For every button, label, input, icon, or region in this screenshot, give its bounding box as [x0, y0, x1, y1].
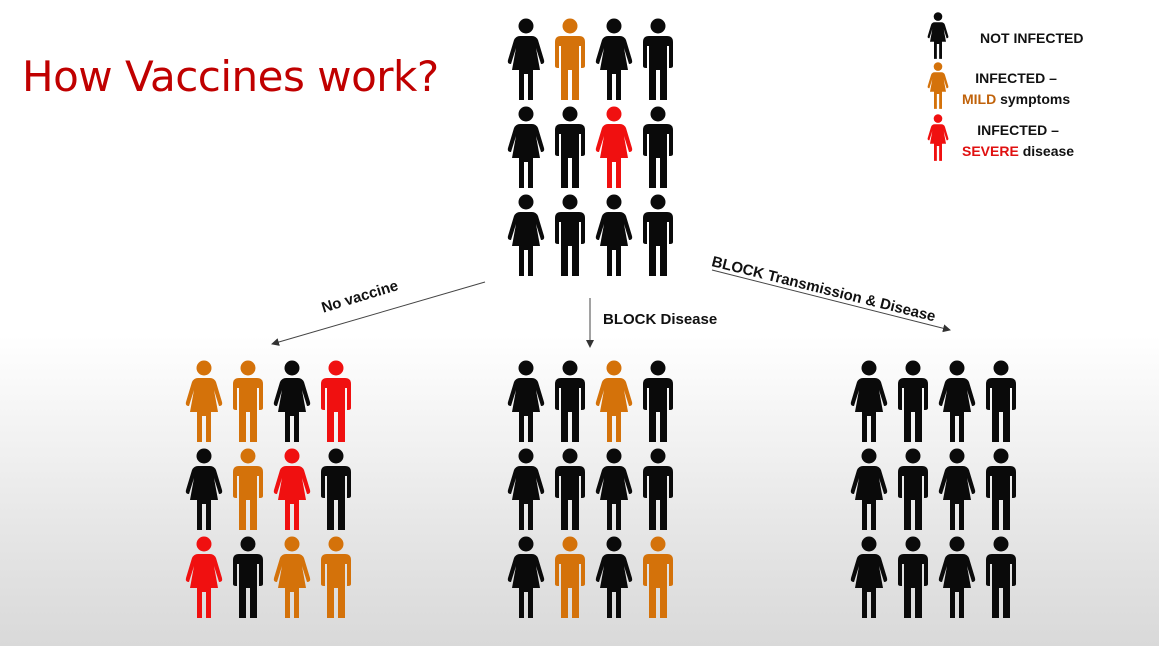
female-person-icon	[185, 448, 223, 530]
female-person-icon	[938, 536, 976, 618]
female-person-icon	[273, 360, 311, 442]
male-person-icon	[898, 448, 928, 530]
person-icon	[926, 114, 950, 167]
male-person-icon	[986, 448, 1016, 530]
slide-title: How Vaccines work?	[22, 52, 439, 101]
female-person-icon	[273, 448, 311, 530]
female-person-icon	[595, 18, 633, 100]
female-person-icon	[850, 448, 888, 530]
no-vaccine-arrow	[271, 281, 486, 346]
female-person-icon	[185, 360, 223, 442]
legend-highlight-severe: SEVERE	[962, 142, 1019, 159]
block-disease-population-grid	[505, 360, 681, 624]
male-person-icon	[321, 448, 351, 530]
male-person-icon	[555, 536, 585, 618]
female-person-icon	[507, 448, 545, 530]
male-person-icon	[643, 18, 673, 100]
legend-item-not-infected: NOT INFECTED	[926, 12, 1083, 65]
legend-item-severe: INFECTED – SEVERE disease	[926, 114, 1074, 167]
legend-label: INFECTED –	[975, 69, 1057, 86]
female-person-icon	[927, 62, 949, 109]
female-person-icon	[507, 18, 545, 100]
female-person-icon	[595, 448, 633, 530]
female-person-icon	[595, 536, 633, 618]
male-person-icon	[898, 360, 928, 442]
person-icon	[926, 62, 950, 115]
legend-label-rest: symptoms	[996, 90, 1071, 107]
male-person-icon	[555, 18, 585, 100]
female-person-icon	[507, 194, 545, 276]
female-person-icon	[507, 536, 545, 618]
female-person-icon	[595, 360, 633, 442]
female-person-icon	[507, 106, 545, 188]
no-vaccine-population-grid	[183, 360, 359, 624]
male-person-icon	[643, 536, 673, 618]
female-person-icon	[185, 536, 223, 618]
male-person-icon	[555, 360, 585, 442]
female-person-icon	[850, 536, 888, 618]
legend-label: NOT INFECTED	[980, 30, 1084, 46]
female-person-icon	[938, 360, 976, 442]
male-person-icon	[233, 448, 263, 530]
male-person-icon	[643, 360, 673, 442]
female-person-icon	[938, 448, 976, 530]
male-person-icon	[233, 536, 263, 618]
block-transmission-population-grid	[848, 360, 1024, 624]
male-person-icon	[643, 448, 673, 530]
female-person-icon	[595, 106, 633, 188]
female-person-icon	[507, 360, 545, 442]
person-icon	[926, 12, 950, 65]
male-person-icon	[643, 194, 673, 276]
male-person-icon	[986, 536, 1016, 618]
legend-item-mild: INFECTED – MILD symptoms	[926, 62, 1070, 115]
legend-highlight-mild: MILD	[962, 90, 997, 107]
legend-label: INFECTED –	[977, 121, 1059, 138]
legend-label-rest: disease	[1018, 142, 1075, 159]
male-person-icon	[898, 536, 928, 618]
block-transmission-arrow	[711, 269, 951, 333]
male-person-icon	[555, 106, 585, 188]
male-person-icon	[643, 106, 673, 188]
initial-population-grid	[505, 18, 681, 282]
male-person-icon	[555, 194, 585, 276]
female-person-icon	[850, 360, 888, 442]
male-person-icon	[233, 360, 263, 442]
male-person-icon	[986, 360, 1016, 442]
female-person-icon	[273, 536, 311, 618]
block-disease-label: BLOCK Disease	[603, 311, 718, 328]
male-person-icon	[321, 536, 351, 618]
male-person-icon	[321, 360, 351, 442]
female-person-icon	[595, 194, 633, 276]
female-person-icon	[927, 12, 949, 59]
female-person-icon	[927, 114, 949, 161]
male-person-icon	[555, 448, 585, 530]
